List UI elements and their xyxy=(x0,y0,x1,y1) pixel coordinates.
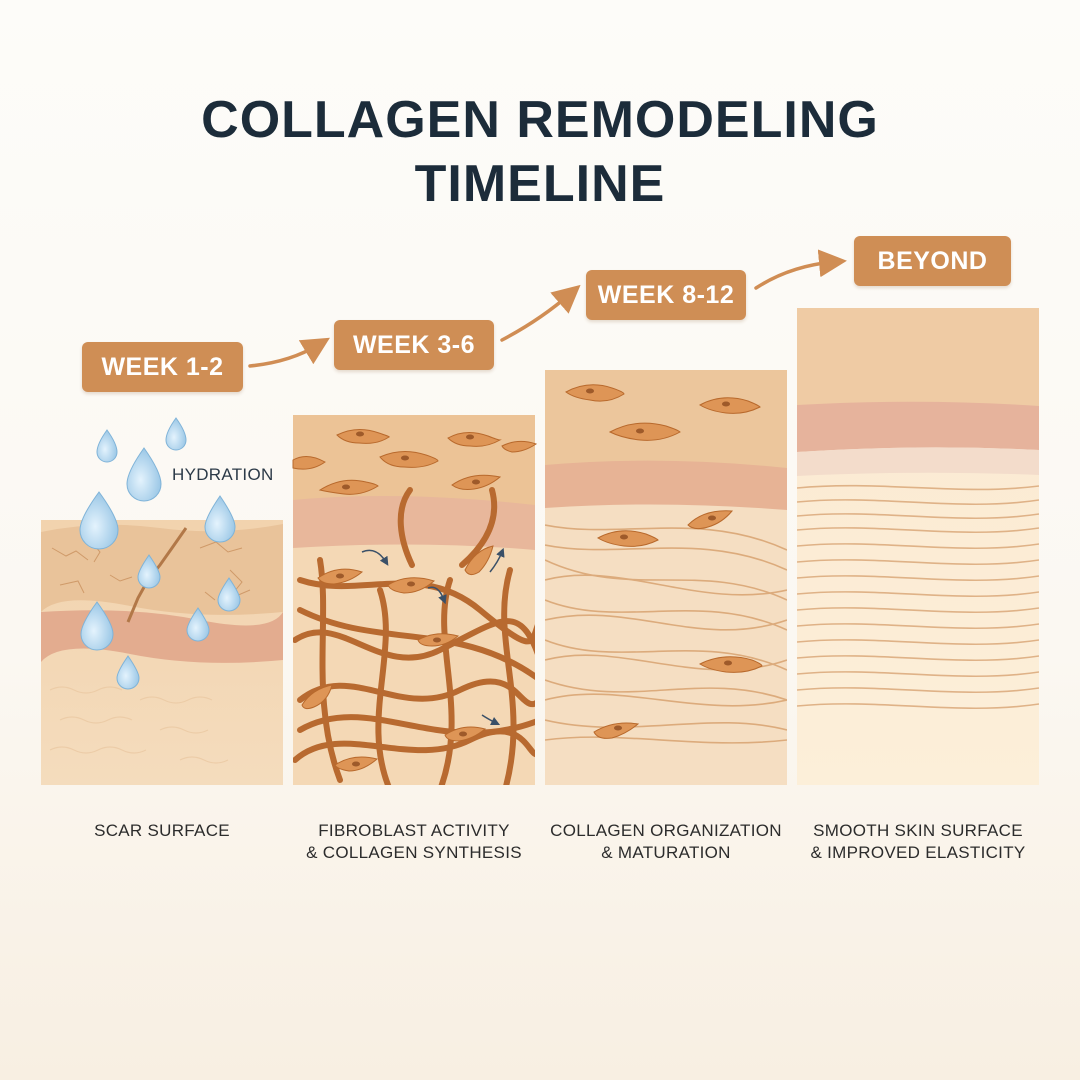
page-title: COLLAGEN REMODELING TIMELINE xyxy=(0,88,1080,216)
caption-collagen-organization: COLLAGEN ORGANIZATION & MATURATION xyxy=(545,820,787,864)
badge-week-1-2: WEEK 1-2 xyxy=(82,342,243,392)
caption-line: SCAR SURFACE xyxy=(94,821,230,840)
caption-smooth-skin: SMOOTH SKIN SURFACE & IMPROVED ELASTICIT… xyxy=(797,820,1039,864)
caption-line: & MATURATION xyxy=(601,843,731,862)
caption-scar-surface: SCAR SURFACE xyxy=(41,820,283,842)
badge-week-3-6: WEEK 3-6 xyxy=(334,320,494,370)
caption-fibroblast-activity: FIBROBLAST ACTIVITY & COLLAGEN SYNTHESIS xyxy=(293,820,535,864)
caption-line: FIBROBLAST ACTIVITY xyxy=(318,821,510,840)
fibroblast-cell-icon xyxy=(292,429,538,772)
badge-week-8-12: WEEK 8-12 xyxy=(586,270,746,320)
caption-line: & COLLAGEN SYNTHESIS xyxy=(306,843,522,862)
panel-smooth-skin xyxy=(797,308,1039,785)
title-line-1: COLLAGEN REMODELING xyxy=(201,91,879,149)
caption-line: & IMPROVED ELASTICITY xyxy=(810,843,1026,862)
water-droplet-icon xyxy=(79,417,241,690)
panel-collagen-organization xyxy=(545,370,787,785)
panel-fibroblast-activity xyxy=(293,415,535,785)
caption-line: SMOOTH SKIN SURFACE xyxy=(813,821,1023,840)
badge-beyond: BEYOND xyxy=(854,236,1011,286)
hydration-label: HYDRATION xyxy=(172,465,274,484)
arrow-right-icon xyxy=(248,249,847,368)
panel-scar-surface xyxy=(41,520,283,785)
title-line-2: TIMELINE xyxy=(414,155,666,213)
caption-line: COLLAGEN ORGANIZATION xyxy=(550,821,782,840)
